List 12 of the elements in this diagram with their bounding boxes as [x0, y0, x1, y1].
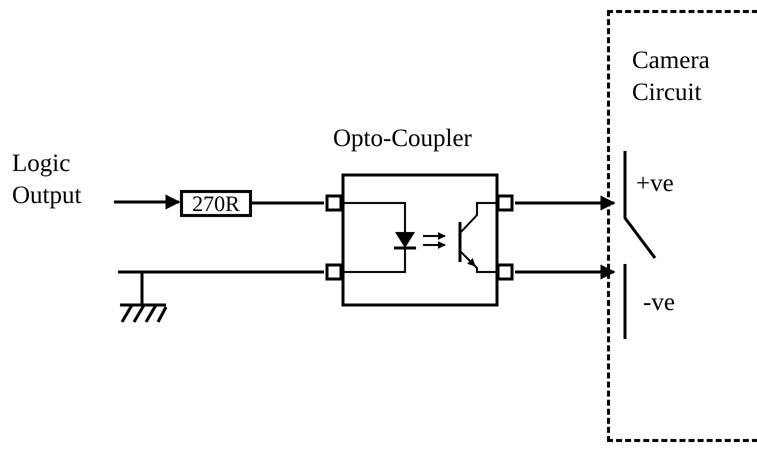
resistor-symbol: 270R [180, 190, 252, 217]
boundary-label: Camera Circuit [632, 46, 711, 108]
wire-arrow [515, 196, 616, 210]
wire [118, 270, 324, 274]
dashed-boundary [607, 10, 757, 442]
wire-arrow [114, 194, 180, 210]
wire [252, 202, 324, 204]
component-label: Opto-Coupler [333, 125, 472, 153]
terminal-label: -ve [643, 289, 675, 317]
signal-label: Logic Output [12, 148, 114, 218]
terminal-label: +ve [636, 170, 674, 198]
wire-arrow [515, 264, 616, 280]
